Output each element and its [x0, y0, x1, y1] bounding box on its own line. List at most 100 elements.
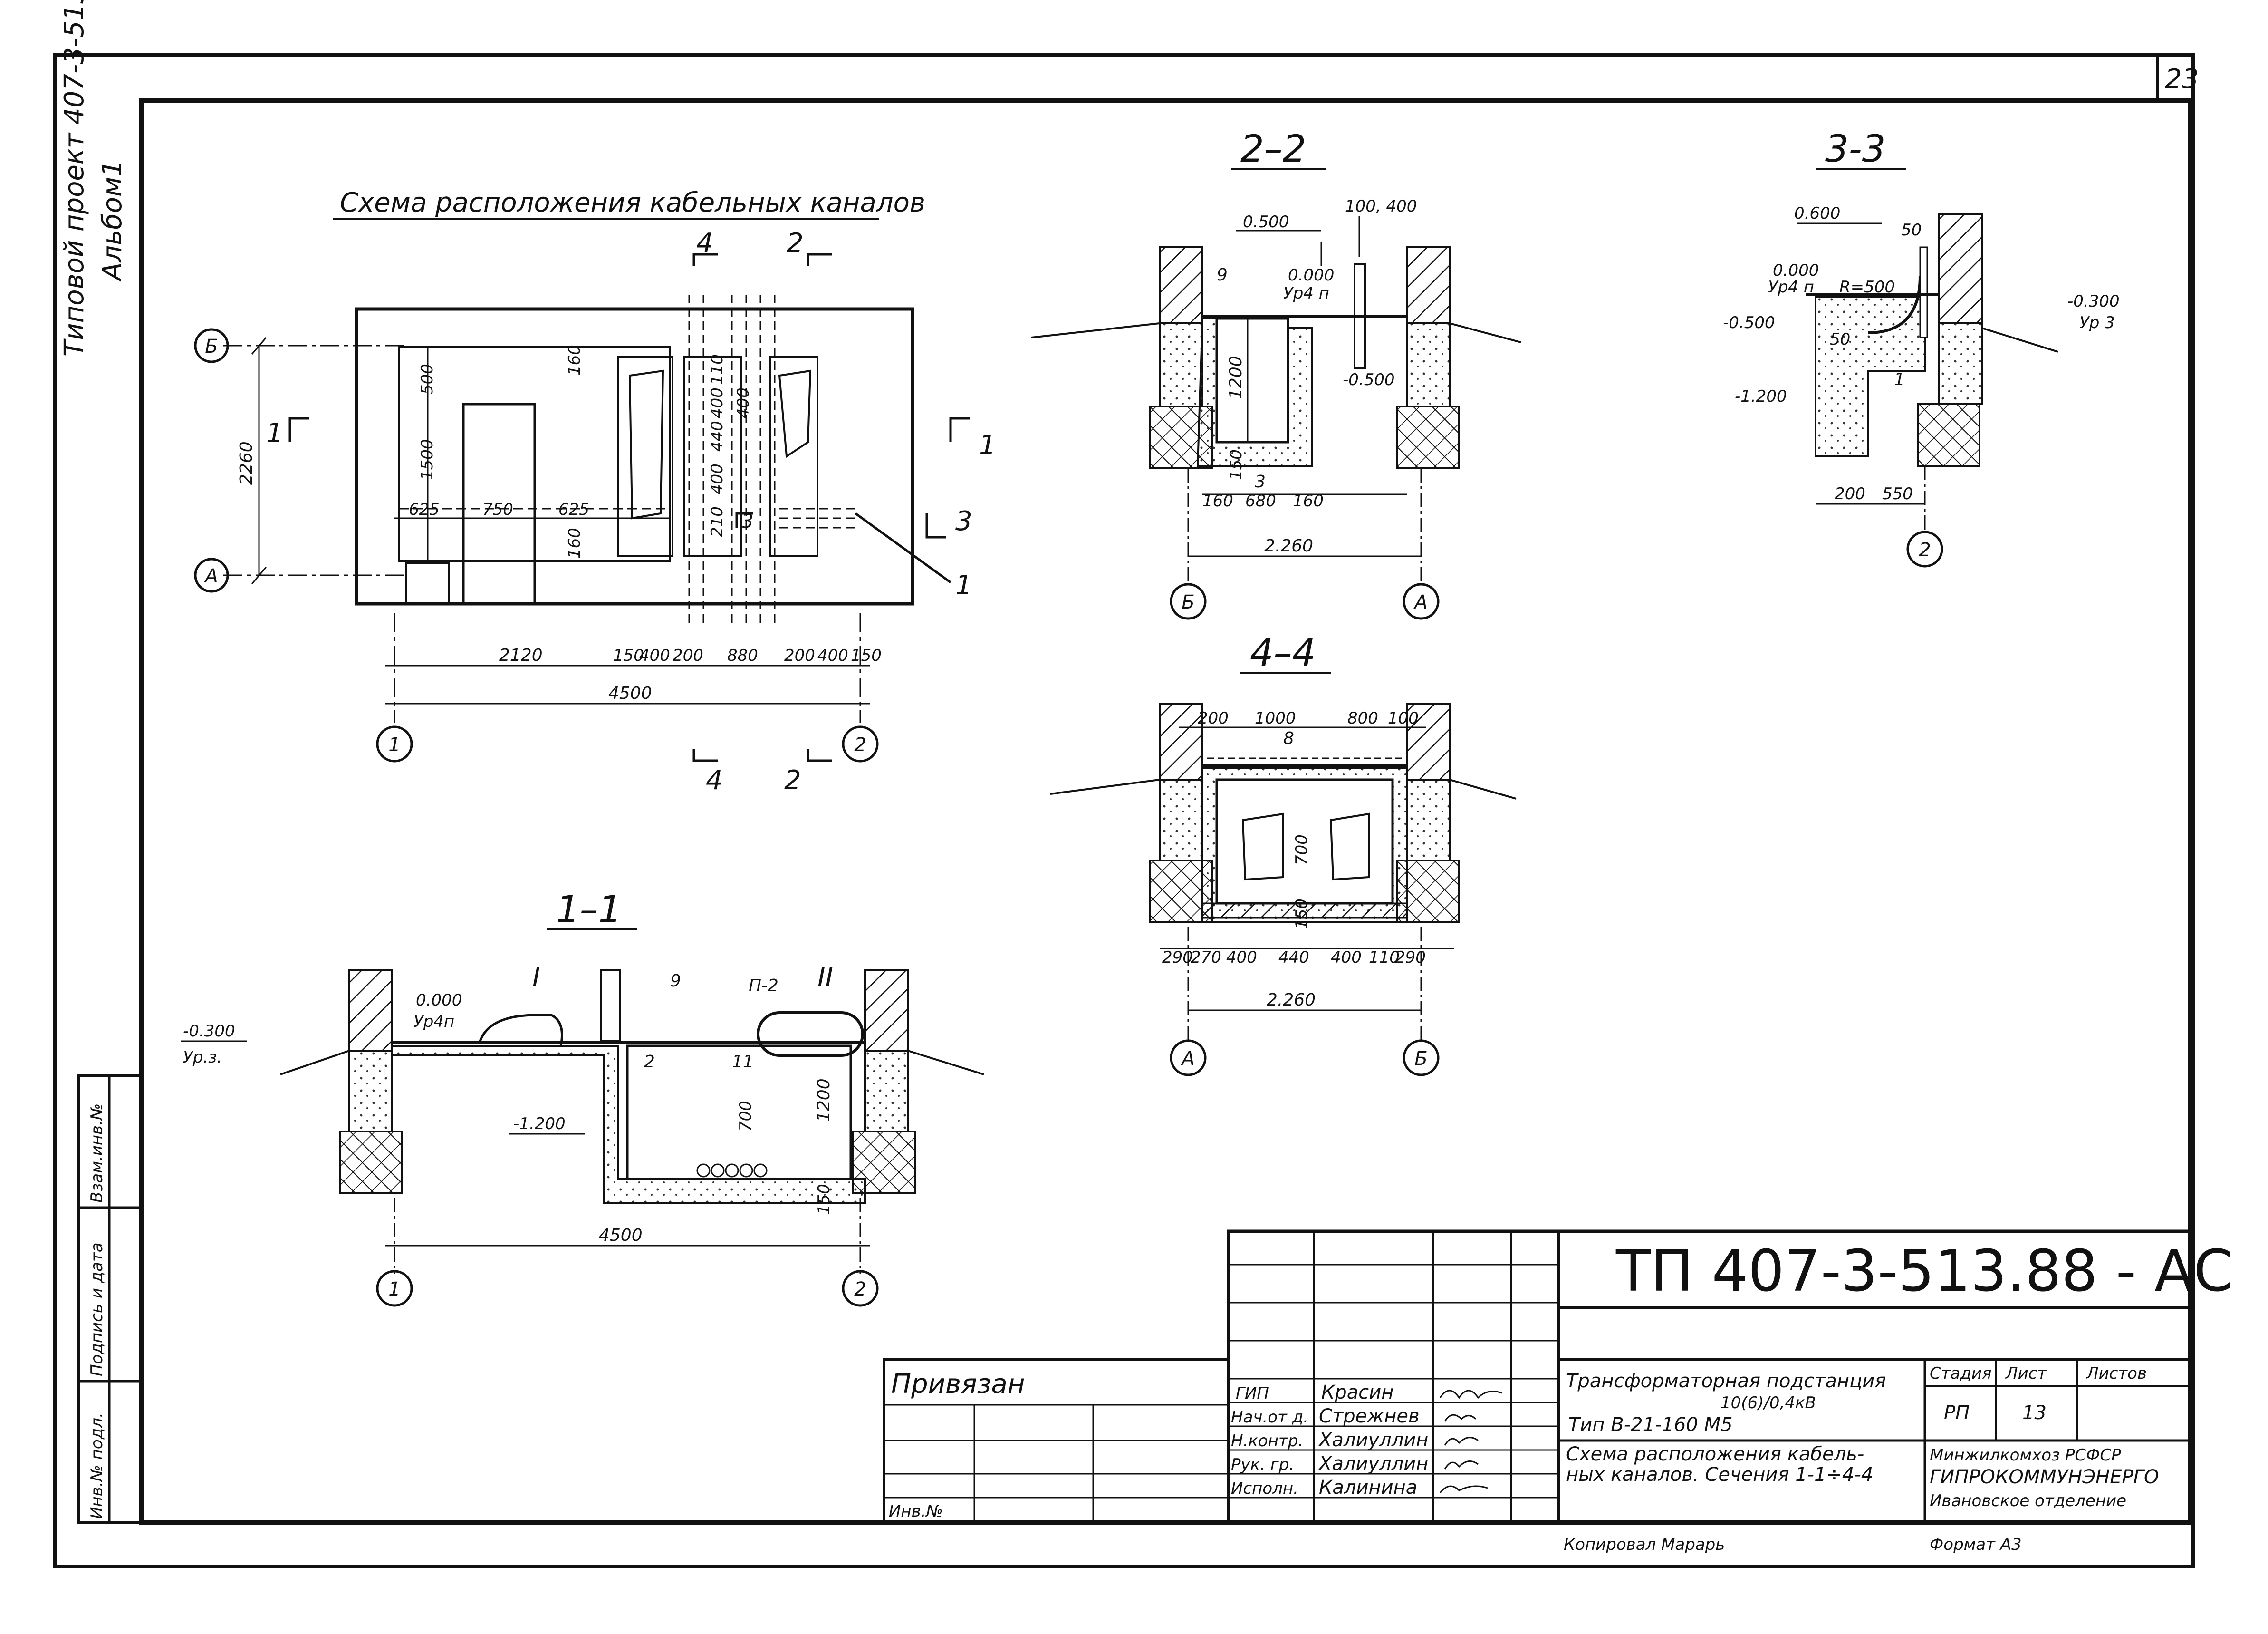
svg-text:200: 200 [784, 646, 815, 665]
section-1-1: 1–1 0.000 Ур4п -0.300 Ур.з. -1.200 I II … [181, 889, 984, 1307]
sec33-title: 3-3 [1825, 128, 1885, 171]
svg-text:Исполн.: Исполн. [1231, 1479, 1298, 1498]
svg-text:440: 440 [1278, 948, 1309, 967]
svg-text:110: 110 [1369, 948, 1400, 967]
sec44-dim-700: 700 [1292, 834, 1311, 865]
svg-text:4: 4 [706, 765, 723, 796]
svg-text:3: 3 [741, 511, 753, 532]
sec11-dim-700: 700 [736, 1101, 755, 1131]
svg-text:2: 2 [784, 765, 801, 796]
svg-text:210: 210 [708, 506, 727, 537]
sec11-dim-1200: 1200 [814, 1078, 834, 1122]
stamp-org-3: Ивановское отделение [1930, 1491, 2126, 1510]
sec11-level-ur4p: Ур4п [413, 1012, 454, 1031]
plan-axis-1: 1 [388, 734, 400, 756]
stamp-sheets-header: Листов [2085, 1364, 2147, 1383]
plan-dim-2260: 2260 [237, 441, 256, 485]
sec22-dim-1200: 1200 [1226, 356, 1246, 399]
sec22-dim-160b: 160 [1293, 492, 1324, 511]
svg-text:880: 880 [727, 646, 758, 665]
sec22-dim-680: 680 [1245, 492, 1276, 511]
plan-dim-row-bottom: 150 400 200 880 200 400 150 [613, 646, 882, 665]
plan-dim-2120: 2120 [499, 646, 543, 665]
plan-axis-a: А [203, 565, 218, 587]
svg-text:625: 625 [409, 500, 440, 519]
stamp-sheet: 13 [2022, 1402, 2047, 1424]
plan-callout-1: 1 [955, 570, 972, 601]
stamp-object-3: Тип В-21-160 М5 [1568, 1414, 1733, 1436]
plan-dim-160b: 160 [565, 528, 584, 559]
sec44-axis-b: Б [1414, 1048, 1427, 1070]
svg-text:400: 400 [1226, 948, 1257, 967]
sec22-dim-2260: 2.260 [1264, 536, 1313, 556]
sec11-callout-I: I [532, 962, 540, 993]
plan-dim-160a: 160 [565, 345, 584, 376]
svg-text:Красин: Красин [1321, 1382, 1393, 1403]
svg-text:200: 200 [1198, 709, 1229, 728]
sec11-callout-9: 9 [670, 971, 681, 991]
plan-dim-stack: 210 400 440 400 110 400 [708, 354, 753, 537]
sec33-level-0000: 0.000 [1773, 261, 1819, 280]
sec22-axis-b: Б [1182, 591, 1194, 613]
sec11-level-0000: 0.000 [416, 991, 462, 1010]
sec22-dim-150: 150 [1227, 449, 1246, 480]
sec33-callout-50a: 50 [1901, 221, 1922, 240]
sec22-dim-top: 100, 400 [1345, 197, 1417, 216]
sec11-title: 1–1 [556, 889, 622, 931]
section-3-3: 3-3 0.600 0.000 Ур4 п -0.500 -1.200 -0.3… [1723, 128, 2120, 568]
stamp-object-2: 10(6)/0,4кВ [1720, 1393, 1816, 1412]
stamp-stage: РП [1944, 1402, 1970, 1424]
sec22-callout-3: 3 [1255, 472, 1266, 492]
sec22-dim-160a: 160 [1202, 492, 1233, 511]
sec22-level-m0500: -0.500 [1343, 370, 1395, 389]
sec22-axis-a: А [1413, 591, 1427, 613]
sec44-callout-8: 8 [1283, 729, 1294, 748]
svg-text:Калинина: Калинина [1319, 1477, 1417, 1499]
side-stamp: Инв.№ подл. Подпись и дата Взам.инв.№ [77, 1074, 143, 1524]
svg-text:1000: 1000 [1255, 709, 1296, 728]
page-number: 23 [2165, 64, 2199, 95]
stamp-org-2: ГИПРОКОММУНЭНЕРГО [1930, 1466, 2159, 1488]
svg-text:3: 3 [955, 506, 972, 537]
plan-axis-b: Б [205, 336, 218, 358]
svg-text:400: 400 [708, 387, 727, 418]
sec33-level-0600: 0.600 [1794, 204, 1840, 223]
svg-text:200: 200 [673, 646, 703, 665]
sec11-callout-11: 11 [732, 1052, 754, 1072]
sec33-level-m0300: -0.300 [2067, 292, 2120, 311]
sec11-axis-1: 1 [388, 1278, 400, 1300]
stamp-signatures [1439, 1390, 1502, 1493]
svg-text:Стрежнев: Стрежнев [1319, 1405, 1420, 1427]
section-4-4: 4–4 200 1000 800 100 8 700 150 290 270 4… [1050, 632, 1517, 1076]
svg-text:400: 400 [817, 646, 848, 665]
sec22-level-0500: 0.500 [1243, 213, 1289, 232]
sec22-level-ur4p: Ур4 п [1283, 284, 1329, 303]
title-block: Привязан Инв.№ ГИП Красин Нач.от д. Стре… [883, 1229, 2233, 1554]
sec44-dim-2260: 2.260 [1267, 990, 1316, 1010]
sec44-title: 4–4 [1250, 632, 1316, 675]
svg-text:1: 1 [266, 418, 283, 449]
sec44-dim-top: 200 1000 800 100 [1198, 709, 1419, 728]
plan-view: Схема расположения кабельных каналов [194, 187, 996, 796]
side-project-label: Типовой проект 407-3-513.88 Альбом1 [59, 0, 128, 357]
sec33-callout-50b: 50 [1830, 330, 1850, 349]
stamp-sheet-header: Лист [2005, 1364, 2047, 1383]
stamp-sheet-title-2: ных каналов. Сечения 1-1÷4-4 [1566, 1464, 1873, 1486]
sec33-dim-550: 550 [1882, 484, 1913, 503]
stamp-object-1: Трансформаторная подстанция [1566, 1370, 1886, 1392]
side-label-vzam: Взам.инв.№ [87, 1103, 106, 1203]
sec44-dim-row: 290 270 400 440 400 110 290 [1162, 948, 1426, 967]
plan-dim-1500: 1500 [418, 439, 437, 480]
sec33-level-ur3: Ур 3 [2079, 313, 2115, 332]
sec11-dim-4500: 4500 [599, 1226, 643, 1245]
sec11-callout-p2: П-2 [749, 976, 778, 996]
side-project-text: Типовой проект 407-3-513.88 [59, 0, 90, 357]
stamp-copied: Копировал Марарь [1564, 1535, 1725, 1554]
sec11-axis-2: 2 [854, 1278, 866, 1300]
svg-text:Нач.от д.: Нач.от д. [1231, 1408, 1308, 1427]
sec11-level-m1200: -1.200 [513, 1114, 566, 1133]
svg-text:400: 400 [639, 646, 670, 665]
stamp-privyazan: Привязан [891, 1369, 1025, 1400]
side-album-text: Альбом1 [97, 160, 128, 282]
sec33-dim-200: 200 [1835, 484, 1865, 503]
